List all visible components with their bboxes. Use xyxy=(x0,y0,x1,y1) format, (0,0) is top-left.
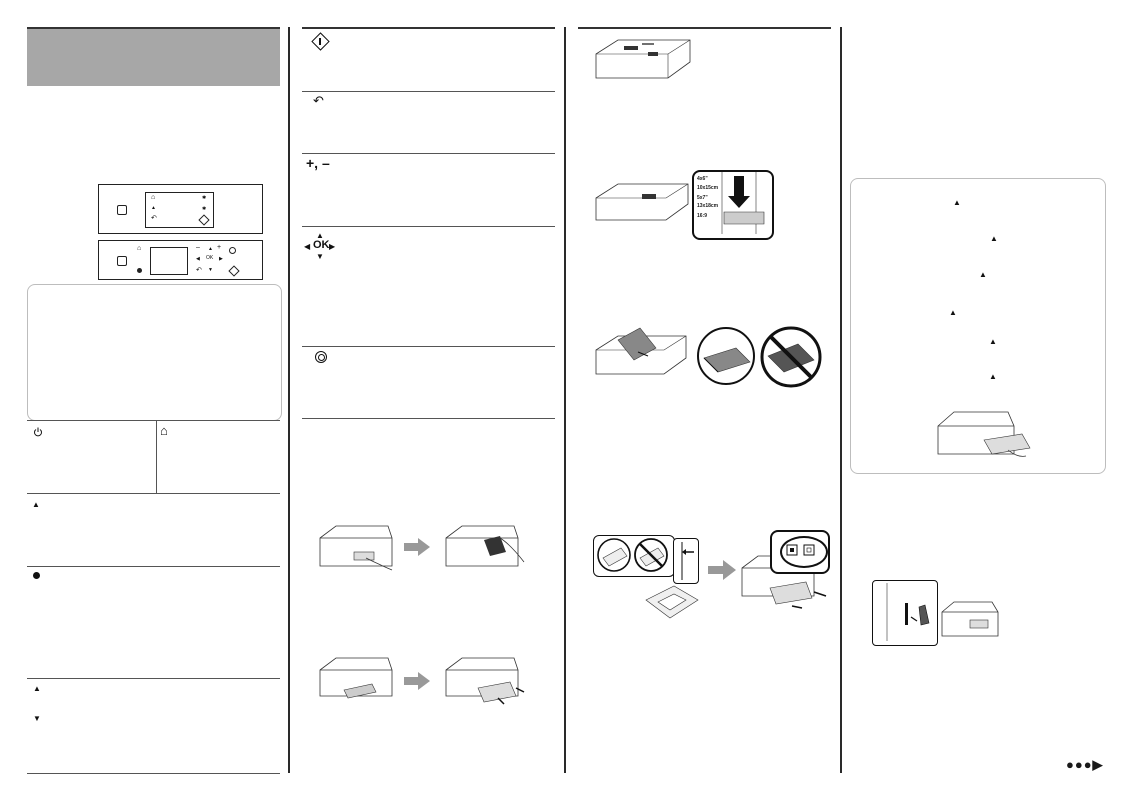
divider xyxy=(302,418,555,419)
printer-illustration-2 xyxy=(445,525,525,567)
divider xyxy=(302,91,555,92)
star-icon: ✱ xyxy=(202,206,207,212)
up-arrow-icon: ▲ xyxy=(33,684,41,693)
control-panel-diagram-2: ⌂ – ▲ + ◀ OK ▶ ↶ ▼ xyxy=(98,240,263,280)
eject-icon: ▲ xyxy=(151,205,156,211)
divider-vertical xyxy=(156,420,157,493)
power-icon xyxy=(34,427,42,437)
printer-illustration-4 xyxy=(445,657,525,705)
down-arrow-icon: ▼ xyxy=(316,252,324,261)
plus-minus-icon: +, – xyxy=(306,155,330,171)
note-box xyxy=(27,284,282,421)
divider xyxy=(27,566,280,567)
eject-icon: ▲ xyxy=(990,234,998,243)
envelope-tray-art xyxy=(645,585,699,619)
column-separator-3 xyxy=(840,27,842,773)
envelope-incorrect-icon xyxy=(634,538,668,572)
paper-size-label: 10x15cm xyxy=(697,185,719,191)
arrow-right xyxy=(404,672,430,690)
back-icon: ↶ xyxy=(313,93,324,108)
left-arrow-icon: ◀ xyxy=(196,256,200,262)
incorrect-orientation-icon xyxy=(760,326,822,388)
eject-icon: ▲ xyxy=(979,270,987,279)
stop-icon xyxy=(229,247,236,254)
left-arrow-icon: ◀ xyxy=(304,242,311,251)
eject-icon: ▲ xyxy=(949,308,957,317)
column-separator-1 xyxy=(288,27,290,773)
up-arrow-icon: ▲ xyxy=(208,246,213,252)
minus-icon: – xyxy=(196,244,200,251)
ok-label: OK xyxy=(313,239,330,251)
cassette-indicator-icons xyxy=(786,544,815,556)
eject-icon: ▲ xyxy=(989,372,997,381)
paper-size-label: 5x7" xyxy=(697,195,708,201)
home-icon: ⌂ xyxy=(151,194,156,201)
back-icon: ↶ xyxy=(196,267,202,274)
divider xyxy=(302,346,555,347)
divider xyxy=(27,773,280,774)
power-button-diagram xyxy=(117,205,127,215)
right-arrow-icon: ▶ xyxy=(329,242,336,251)
printer-card-illustration xyxy=(941,601,999,637)
paper-size-label: 13x18cm xyxy=(697,203,719,209)
home-icon: ⌂ xyxy=(137,245,142,252)
divider xyxy=(302,153,555,154)
right-arrow-icon: ▶ xyxy=(219,256,223,262)
top-rule-col1 xyxy=(27,27,280,29)
up-arrow-icon: ▲ xyxy=(316,231,324,240)
envelope-correct-icon xyxy=(597,538,631,572)
eject-icon: ▲ xyxy=(32,500,40,509)
envelope-guide-callout xyxy=(673,538,699,584)
top-rule-col3 xyxy=(578,27,831,29)
eject-icon: ▲ xyxy=(953,198,961,207)
down-arrow-icon: ▼ xyxy=(33,714,41,723)
back-icon: ↶ xyxy=(151,215,157,222)
memory-card-slot-art xyxy=(886,583,930,641)
divider xyxy=(302,226,555,227)
lcd-screen-diagram xyxy=(145,192,214,228)
arrow-right xyxy=(404,538,430,556)
continue-indicator: ●●●▶ xyxy=(1066,757,1104,772)
column-separator-2 xyxy=(564,27,566,773)
divider xyxy=(27,678,280,679)
paper-guide-callout-art xyxy=(721,172,765,234)
printer-illustration-1 xyxy=(319,525,393,571)
home-icon: ⌂ xyxy=(160,423,168,438)
paper-load-illustration xyxy=(595,327,687,375)
printer-cd-tray-illustration xyxy=(937,411,1031,457)
start-icon-bar xyxy=(319,38,321,45)
section-header-block xyxy=(27,29,280,86)
divider xyxy=(27,420,280,421)
eject-icon: ▲ xyxy=(989,337,997,346)
start-icon xyxy=(311,32,330,51)
photo-mode-icon xyxy=(33,572,40,579)
photo-mode-icon xyxy=(137,268,142,273)
paper-size-label: 16:9 xyxy=(697,213,708,219)
top-rule-col2 xyxy=(302,27,555,29)
arrow-right xyxy=(708,560,736,580)
paper-size-callout xyxy=(692,170,774,240)
paper-cassette-illustration-2 xyxy=(595,183,689,221)
power-button-diagram xyxy=(117,256,127,266)
cassette-indicator-highlight xyxy=(780,536,828,568)
plus-icon: + xyxy=(217,244,222,251)
star-icon: ✱ xyxy=(202,195,207,201)
stop-icon xyxy=(315,351,327,363)
envelope-guide-art xyxy=(681,542,694,580)
divider xyxy=(27,493,280,494)
start-icon xyxy=(228,265,240,277)
paper-size-label: 4x6" xyxy=(697,176,708,182)
control-panel-diagram-1: ⌂ ▲ ↶ ✱ ✱ xyxy=(98,184,263,234)
correct-orientation-icon xyxy=(697,327,755,385)
lcd-screen-diagram xyxy=(150,247,188,275)
printer-illustration-3 xyxy=(319,657,393,699)
paper-cassette-illustration-1 xyxy=(595,39,691,79)
down-arrow-icon: ▼ xyxy=(208,267,213,273)
stop-icon-inner xyxy=(318,354,325,361)
ok-label: OK xyxy=(206,255,214,261)
